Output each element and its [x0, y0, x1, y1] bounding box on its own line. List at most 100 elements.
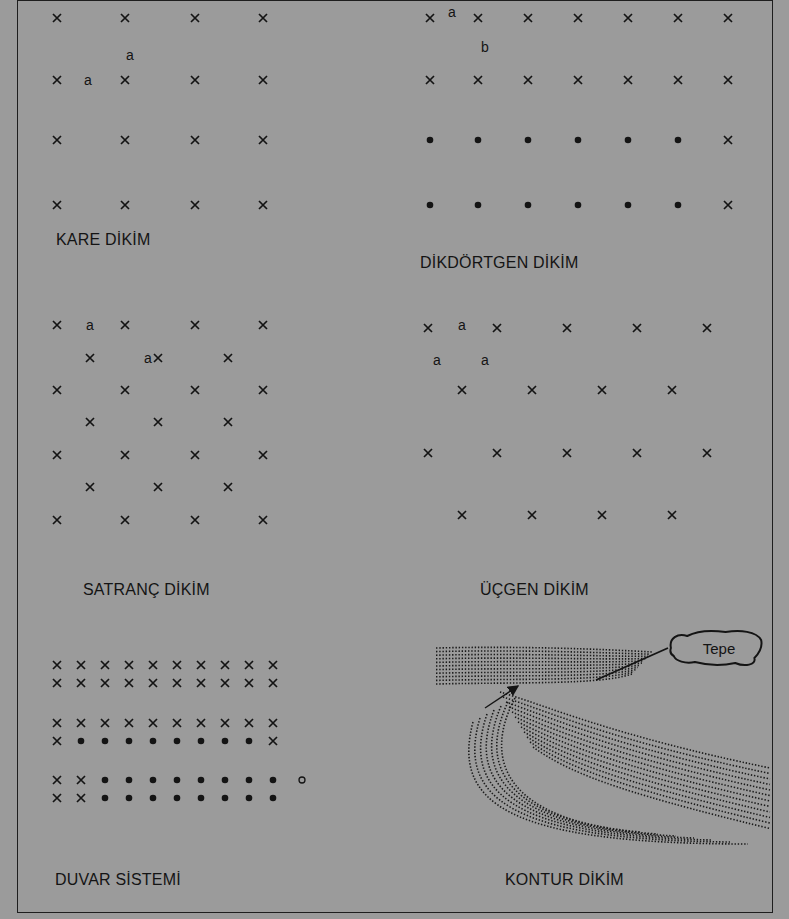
tree-cross — [154, 418, 162, 426]
spacing-letter: a — [84, 73, 92, 87]
tree-cross — [224, 483, 232, 491]
tree-cross — [197, 661, 205, 669]
tree-cross — [53, 201, 61, 209]
tree-cross — [173, 661, 181, 669]
tree-cross — [53, 451, 61, 459]
tree-cross — [125, 661, 133, 669]
tree-cross — [173, 679, 181, 687]
tree-cross — [724, 14, 732, 22]
tree-cross — [259, 14, 267, 22]
tree-dot — [126, 777, 133, 784]
tree-cross — [633, 449, 641, 457]
frame-border — [17, 0, 773, 913]
tree-dot — [427, 137, 434, 144]
spacing-letter: a — [433, 353, 441, 367]
tree-cross — [224, 354, 232, 362]
tree-cross — [191, 386, 199, 394]
tree-dot — [525, 137, 532, 144]
contour-row — [524, 732, 770, 812]
tree-cross — [424, 449, 432, 457]
tree-dot — [575, 202, 582, 209]
tree-cross — [269, 661, 277, 669]
spacing-letter: a — [86, 318, 94, 332]
tree-cross — [224, 418, 232, 426]
tree-cross — [221, 719, 229, 727]
spacing-letter: a — [126, 48, 134, 62]
tree-cross — [624, 76, 632, 84]
tree-cross — [493, 449, 501, 457]
hill-outline: Tepe — [668, 628, 764, 668]
contour-row — [436, 661, 644, 663]
tree-dot — [427, 202, 434, 209]
tree-cross — [528, 511, 536, 519]
tree-cross — [53, 14, 61, 22]
tree-dot — [222, 795, 229, 802]
contour-row — [509, 707, 770, 785]
contour-row — [530, 742, 770, 823]
tree-cross — [668, 386, 676, 394]
tree-cross — [424, 324, 432, 332]
tree-dot — [150, 795, 157, 802]
tree-cross — [125, 679, 133, 687]
tree-dot — [475, 137, 482, 144]
tree-cross — [674, 76, 682, 84]
tree-cross — [624, 14, 632, 22]
tree-cross — [53, 76, 61, 84]
tree-cross — [426, 14, 434, 22]
contour-row — [518, 722, 770, 801]
contour-row — [481, 714, 712, 840]
tree-dot — [102, 795, 109, 802]
tree-cross — [53, 679, 61, 687]
contour-row — [436, 655, 648, 657]
pattern-title: DİKDÖRTGEN DİKİM — [420, 255, 578, 271]
contour-row — [436, 651, 650, 654]
tree-dot — [270, 777, 277, 784]
tree-cross — [724, 136, 732, 144]
contour-row — [436, 667, 638, 673]
tree-cross — [149, 679, 157, 687]
tree-cross — [53, 719, 61, 727]
tree-dot — [222, 738, 229, 745]
tree-cross — [53, 794, 61, 802]
tree-cross — [53, 737, 61, 745]
tree-cross — [563, 324, 571, 332]
tree-cross — [269, 719, 277, 727]
tree-cross — [77, 794, 85, 802]
tree-cross — [191, 136, 199, 144]
tree-cross — [259, 321, 267, 329]
spacing-letter: a — [458, 318, 466, 332]
tree-cross — [86, 483, 94, 491]
tree-cross — [221, 679, 229, 687]
tree-dot — [198, 738, 205, 745]
tree-cross — [121, 76, 129, 84]
tree-cross — [598, 511, 606, 519]
tree-cross — [245, 679, 253, 687]
tree-cross — [77, 661, 85, 669]
contour-row — [475, 718, 730, 842]
tree-dot — [102, 777, 109, 784]
tree-cross — [221, 661, 229, 669]
tree-cross — [173, 719, 181, 727]
tree-dot — [675, 137, 682, 144]
contour-row — [436, 663, 642, 666]
pattern-title: ÜÇGEN DİKİM — [480, 582, 589, 598]
tree-dot — [625, 137, 632, 144]
tree-cross — [77, 679, 85, 687]
tree-cross — [259, 386, 267, 394]
tree-dot — [126, 738, 133, 745]
tree-cross — [703, 324, 711, 332]
tree-cross — [86, 418, 94, 426]
tree-cross — [121, 201, 129, 209]
tree-cross — [53, 386, 61, 394]
open-dot — [299, 777, 305, 783]
tree-cross — [474, 14, 482, 22]
tree-cross — [703, 449, 711, 457]
spacing-letter: a — [448, 5, 456, 19]
contour-arrow — [485, 686, 518, 708]
tree-cross — [53, 516, 61, 524]
tree-cross — [154, 354, 162, 362]
tree-dot — [198, 777, 205, 784]
tree-cross — [53, 136, 61, 144]
contour-row — [521, 727, 770, 807]
